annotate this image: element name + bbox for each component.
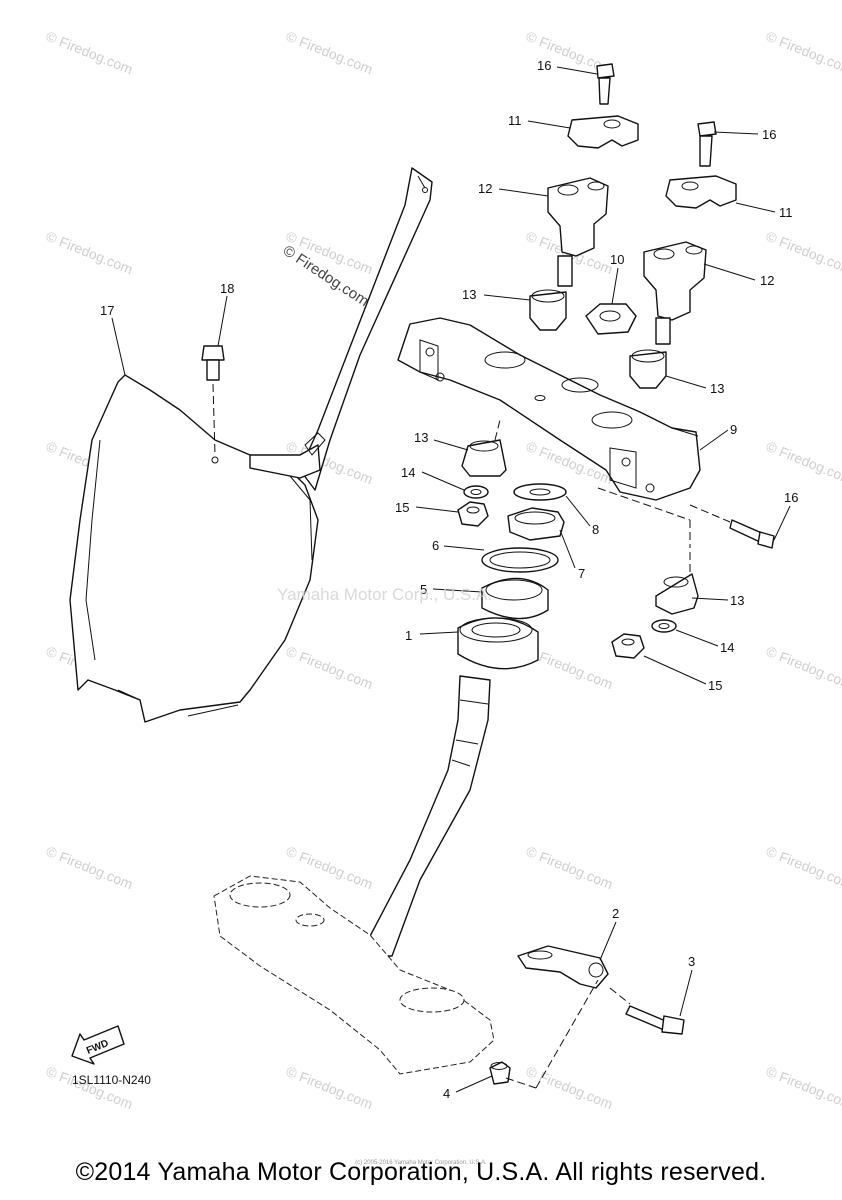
watermark-tile: © Firedog.com xyxy=(764,1063,842,1112)
handlebar-holder-right xyxy=(643,241,707,345)
callout-16-top: 16 xyxy=(537,58,551,73)
washer-14-right xyxy=(651,619,677,633)
diagram-code: 1SL1110-N240 xyxy=(72,1073,151,1087)
copyright-footer: ©2014 Yamaha Motor Corporation, U.S.A. A… xyxy=(75,1158,767,1186)
lower-bracket xyxy=(213,875,495,1075)
callout-17: 17 xyxy=(100,303,114,318)
callout-4: 4 xyxy=(443,1086,450,1101)
callout-13-upper: 13 xyxy=(462,287,476,302)
brake-hose-holder-2 xyxy=(517,945,609,989)
callout-11-right: 11 xyxy=(779,205,793,220)
watermark-tile: © Firedog.com xyxy=(44,843,135,892)
handlebar-clamp-upper-left xyxy=(567,63,639,149)
seal-6 xyxy=(481,547,559,573)
callout-13-right: 13 xyxy=(710,381,724,396)
handlebar-clamp-upper-right xyxy=(665,121,737,209)
nut-15-right xyxy=(611,633,645,659)
callout-15-left: 15 xyxy=(395,500,409,515)
bolt-3 xyxy=(609,987,685,1035)
watermark-tile: © Firedog.com xyxy=(284,1063,375,1112)
damper-13-mid-left xyxy=(461,419,507,477)
bearing-1 xyxy=(457,617,539,670)
callout-2: 2 xyxy=(612,906,619,921)
steering-stem xyxy=(367,675,491,957)
nut-15-left xyxy=(457,501,489,527)
callout-18: 18 xyxy=(220,281,234,296)
watermark-tile: © Firedog.com xyxy=(284,28,375,77)
bolt-16-side xyxy=(689,504,775,549)
callout-13-lower: 13 xyxy=(730,593,744,608)
watermark-tile: © Firedog.com xyxy=(44,28,135,77)
callout-labels: 16 11 16 12 11 10 12 13 18 17 13 9 13 14… xyxy=(100,58,798,1101)
watermark-tile: © Firedog.com xyxy=(524,843,615,892)
yamaha-overlay-watermark: Yamaha Motor Corp., U.S.A. xyxy=(277,585,492,604)
watermark-tile: © Firedog.com xyxy=(524,1063,615,1112)
washer-14-left xyxy=(463,485,489,499)
number-plate xyxy=(69,167,433,723)
fwd-arrow-icon: FWD xyxy=(71,1025,125,1065)
ring-nut-7 xyxy=(507,507,565,541)
watermark-tile: © Firedog.com xyxy=(284,643,375,692)
callout-12-left: 12 xyxy=(478,181,492,196)
upper-bracket xyxy=(397,317,701,501)
callout-16-side: 16 xyxy=(784,490,798,505)
callout-9: 9 xyxy=(730,422,737,437)
callout-14-left: 14 xyxy=(401,465,415,480)
callout-15-right: 15 xyxy=(708,678,722,693)
callout-5: 5 xyxy=(420,582,427,597)
washer-8 xyxy=(513,483,567,501)
bolt-18 xyxy=(201,345,225,456)
callout-12-right: 12 xyxy=(760,273,774,288)
watermark-tile: © Firedog.com xyxy=(44,1063,135,1112)
damper-13-upper-left xyxy=(529,289,567,331)
callout-14-right: 14 xyxy=(720,640,734,655)
leader-lines xyxy=(111,66,791,1093)
callout-7: 7 xyxy=(578,566,585,581)
handlebar-holder-left xyxy=(547,177,609,287)
watermark-tile: © Firedog.com xyxy=(764,643,842,692)
nut-10 xyxy=(585,303,637,335)
callout-10: 10 xyxy=(610,252,624,267)
fine-print: (c) 2005-2016 Yamaha Motor Corporation, … xyxy=(355,1160,487,1166)
callout-8: 8 xyxy=(592,522,599,537)
watermark-tile: © Firedog.com xyxy=(764,843,842,892)
callout-3: 3 xyxy=(688,954,695,969)
callout-1: 1 xyxy=(405,628,412,643)
damper-13-lower-right xyxy=(655,545,699,615)
callout-11-left: 11 xyxy=(508,113,522,128)
callout-13-mid: 13 xyxy=(414,430,428,445)
damper-13-upper-right xyxy=(629,349,667,389)
bearing-5 xyxy=(481,577,549,620)
watermark-tile: © Firedog.com xyxy=(764,228,842,277)
collar-4 xyxy=(489,1061,511,1085)
callout-6: 6 xyxy=(432,538,439,553)
watermark-tile: © Firedog.com xyxy=(44,228,135,277)
watermark-tile: © Firedog.com xyxy=(764,438,842,487)
callout-16-right: 16 xyxy=(762,127,776,142)
watermark-tile: © Firedog.com xyxy=(764,28,842,77)
